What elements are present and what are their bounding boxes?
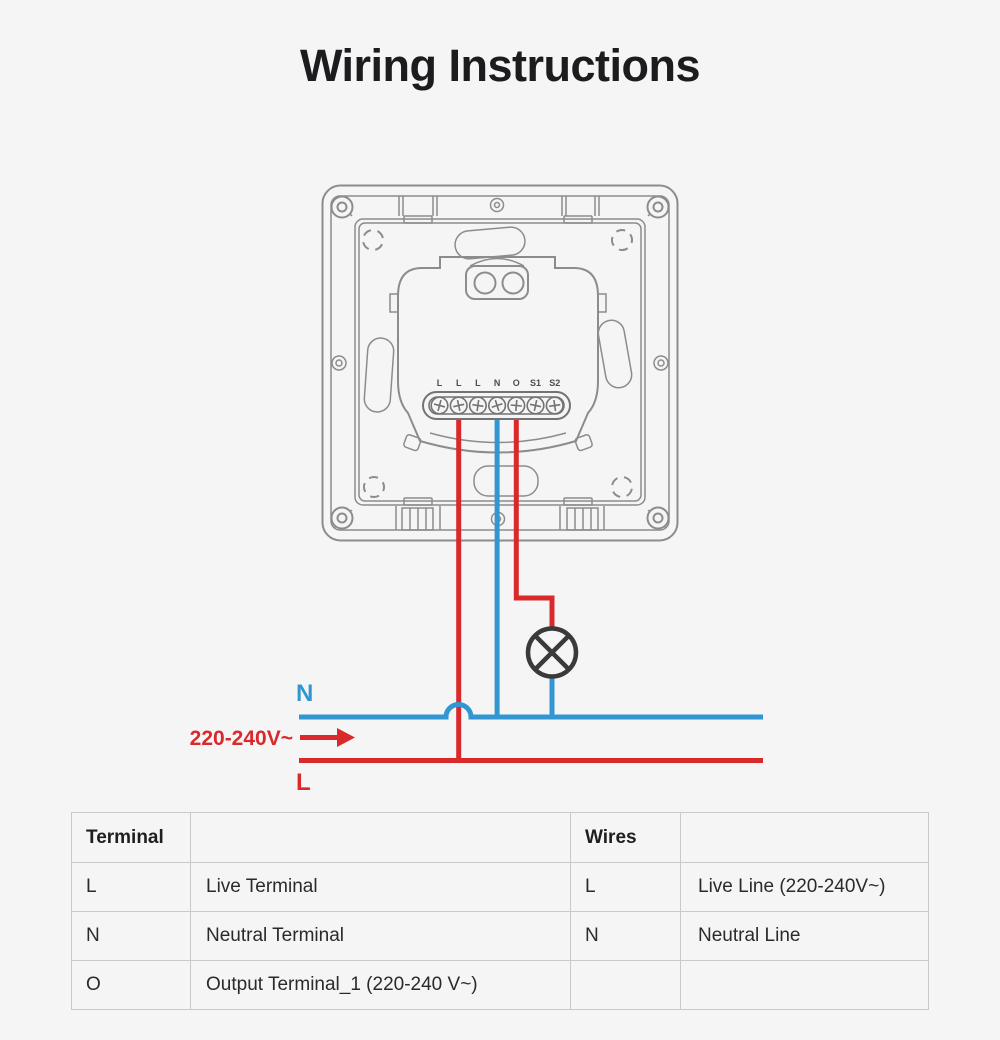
top-rim-tabs (398, 196, 600, 224)
table-cell: Neutral Line (680, 911, 929, 961)
edge-screws (331, 197, 669, 527)
terminal-label: S1 (530, 378, 541, 388)
panel-cutouts (363, 226, 633, 497)
inner-panel (354, 218, 646, 506)
table-cell: O (71, 960, 191, 1010)
output-wire (513, 420, 555, 630)
header-terminal-desc (190, 812, 571, 863)
header-terminal: Terminal (71, 812, 191, 863)
table-cell: Live Terminal (190, 862, 571, 912)
neutral-label: N (296, 680, 313, 707)
table-cell (570, 960, 681, 1010)
table-cell: Neutral Terminal (190, 911, 571, 961)
frame-rim (330, 195, 670, 531)
corner-screws (330, 195, 670, 530)
terminal-label: L (437, 378, 443, 388)
table-cell: L (570, 862, 681, 912)
neutral-bus-line (299, 702, 763, 720)
table-row: L Live Terminal L Live Line (220-240V~) (71, 862, 929, 912)
table-cell: N (570, 911, 681, 961)
table-cell: Output Terminal_1 (220-240 V~) (190, 960, 571, 1010)
table-cell (680, 960, 929, 1010)
bottom-rim-vents (395, 497, 605, 531)
current-direction-arrow (300, 728, 355, 747)
terminal-block: L L L N O S1 S2 (422, 378, 571, 420)
header-wires-desc (680, 812, 929, 863)
table-cell: N (71, 911, 191, 961)
terminal-wires-table: Terminal Wires L Live Terminal L Live Li… (71, 812, 929, 1010)
table-row: O Output Terminal_1 (220-240 V~) (71, 960, 929, 1010)
live-label: L (296, 769, 311, 796)
dashed-mount-circles (362, 229, 633, 498)
terminal-label: S2 (549, 378, 560, 388)
table-header-row: Terminal Wires (71, 812, 929, 863)
lamp-icon (525, 626, 579, 679)
voltage-label: 220-240V~ (190, 727, 293, 750)
terminal-label: L (475, 378, 481, 388)
terminal-labels: L L L N O S1 S2 (437, 378, 560, 388)
terminal-label: N (494, 378, 501, 388)
page-title: Wiring Instructions (299, 40, 701, 91)
terminal-label: L (456, 378, 462, 388)
wiring-diagram: L L L N O S1 S2 N 220-240V~ L (190, 184, 763, 796)
switch-back-panel: L L L N O S1 S2 (321, 184, 679, 542)
table-cell: L (71, 862, 191, 912)
table-row: N Neutral Terminal N Neutral Line (71, 911, 929, 961)
relay-module (389, 256, 607, 454)
header-wires: Wires (570, 812, 681, 863)
frame-outer (321, 184, 679, 542)
terminal-label: O (513, 378, 520, 388)
table-cell: Live Line (220-240V~) (680, 862, 929, 912)
terminal-screws (430, 396, 564, 415)
